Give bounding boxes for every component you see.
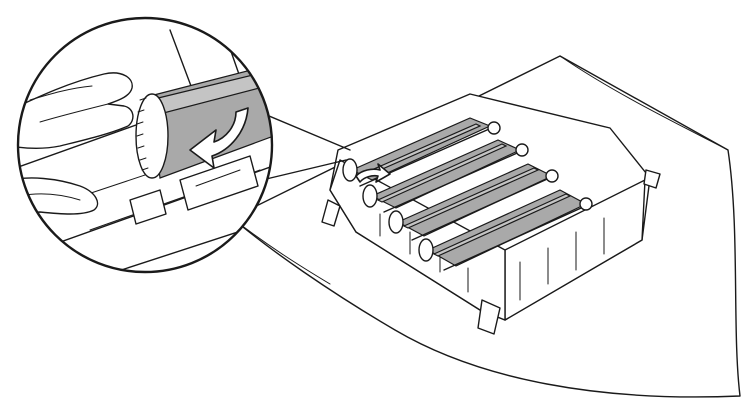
rotation-arrow-icon: [189, 107, 249, 169]
foot-left: [321, 199, 341, 227]
gear-3: [388, 210, 404, 234]
foot-front: [477, 299, 501, 335]
magnified-view: [16, 16, 274, 274]
small-rotation-arrow-icon: [355, 163, 391, 183]
drum-unit: [321, 93, 661, 335]
foot-right: [643, 169, 661, 189]
gear-1: [342, 158, 358, 182]
drum-end-gear: [135, 93, 169, 179]
gear-4: [418, 238, 434, 262]
gear-2: [362, 184, 378, 208]
